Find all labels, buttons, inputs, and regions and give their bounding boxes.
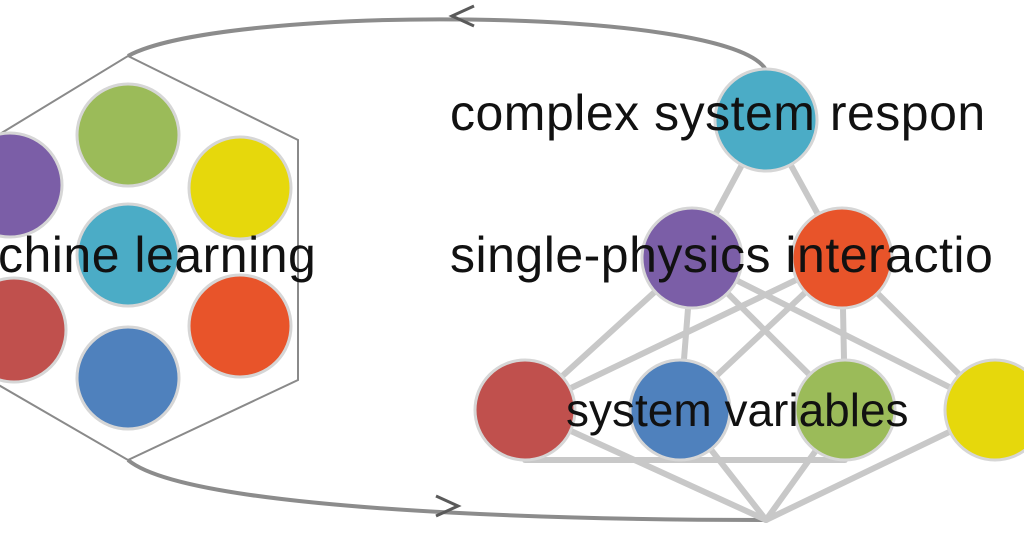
bottom-forward-arrow [126,458,767,522]
ml-node-teal [75,202,181,308]
variable-node-blue [628,358,732,462]
single-physics-interactions-label: single-physics interactio [450,227,993,283]
ml-node-purple [0,131,64,239]
interaction-node-orange [790,206,894,310]
network-nodes [473,67,1024,462]
ml-node-yellow [187,135,293,241]
complex-system-response-label: complex system respon [450,85,986,141]
ml-node-orange [187,273,293,379]
interaction-node-purple [640,206,744,310]
top-arrowhead-icon [448,4,475,28]
top-return-arrow [127,17,768,72]
variable-node-green [793,358,897,462]
response-node-teal [713,67,819,173]
machine-learning-label: chine learning [0,227,316,283]
system-variables-label: system variables [566,384,909,436]
ml-node-red [0,276,68,384]
variable-node-yellow [943,358,1024,462]
machine-learning-nodes [0,82,293,431]
edge [522,255,845,413]
variable-node-red [473,358,577,462]
ml-node-blue [75,325,181,431]
network-edges [522,117,998,523]
bottom-arrowhead-icon [435,494,462,518]
ml-node-green [75,82,181,188]
